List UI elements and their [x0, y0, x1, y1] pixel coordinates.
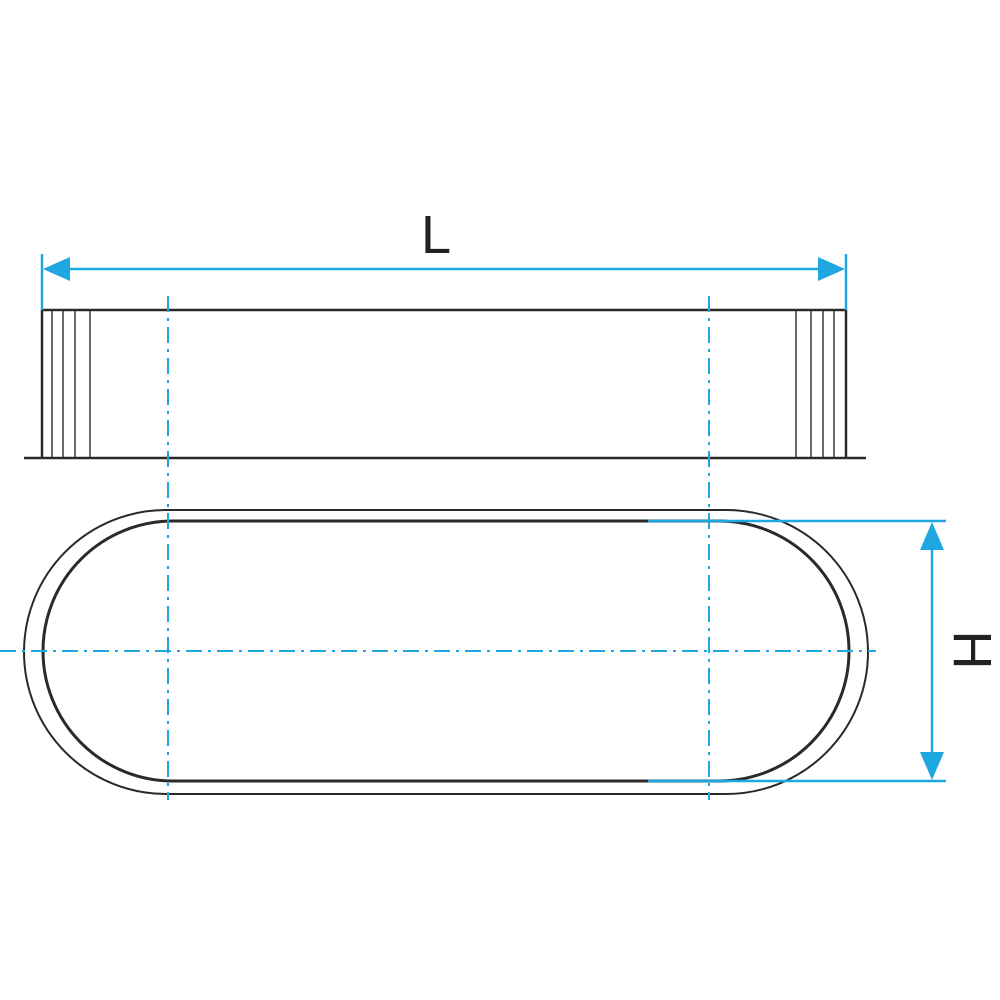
- dimension-l-arrow-left: [43, 257, 70, 281]
- dimension-l-label: L: [421, 205, 452, 265]
- side-view: [24, 308, 866, 460]
- dimension-h-arrow-bottom: [920, 752, 944, 780]
- dimension-l: [40, 254, 848, 310]
- side-view-left-ribs: [40, 310, 91, 458]
- dimension-h-arrow-top: [920, 522, 944, 550]
- dimension-l-arrow-right: [818, 257, 845, 281]
- dimension-h: [648, 519, 946, 783]
- center-lines: [0, 296, 876, 800]
- side-view-right-ribs: [795, 310, 848, 458]
- dimension-h-label: H: [942, 630, 1000, 670]
